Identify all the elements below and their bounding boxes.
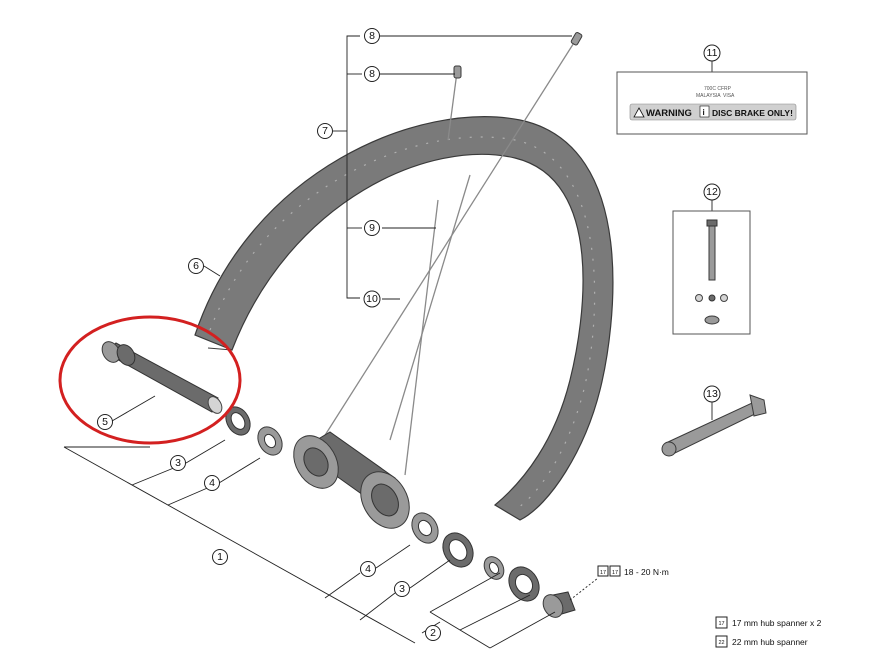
legend-item: 22 22 mm hub spanner [715,635,808,648]
right-spacer [483,556,505,580]
spokes [321,37,578,476]
callout-3-lower: 3 [394,581,410,597]
callout-4-lower: 4 [360,561,376,577]
svg-text:9: 9 [369,222,375,234]
right-lock-nut [508,566,540,602]
svg-text:22: 22 [718,640,724,646]
callout-8-top: 8 [364,28,380,44]
hub-body [293,431,410,529]
svg-text:17: 17 [612,570,618,576]
valve-washer-small [695,294,703,302]
svg-text:3: 3 [399,583,405,595]
leader-lines [63,35,713,649]
right-lock-washer [442,532,474,568]
label-sticker-box: 700C CFRP MALAYSIA VISA WARNING i DISC B… [616,71,808,135]
valve-nut [704,315,720,325]
svg-text:7: 7 [322,125,328,137]
svg-text:4: 4 [365,563,371,575]
svg-text:17: 17 [718,621,724,627]
right-cone [411,512,439,544]
svg-text:3: 3 [175,457,181,469]
nipples [453,32,583,79]
warning-word: WARNING [646,108,692,119]
legend-item: 17 17 mm hub spanner x 2 [715,616,822,629]
warning-triangle-icon [633,107,645,118]
callout-5: 5 [97,414,113,430]
torque-spec: 17 17 18 - 20 N·m [597,565,669,577]
axle [101,341,223,414]
highlight-circle [58,315,242,445]
svg-text:13: 13 [706,388,718,400]
end-cap [542,591,576,618]
sticker-line3: VISA [723,93,735,99]
warning-text: DISC BRAKE ONLY! [712,108,793,118]
legend-label: 17 mm hub spanner x 2 [732,618,822,628]
legend-label: 22 mm hub spanner [732,637,808,647]
svg-text:6: 6 [193,260,199,272]
svg-text:2: 2 [430,627,436,639]
valve-box [672,210,751,335]
svg-text:i: i [703,108,705,117]
callout-4-upper: 4 [204,475,220,491]
callout-1: 1 [212,549,228,565]
callout-8-second: 8 [364,66,380,82]
callout-11: 11 [703,44,721,62]
svg-text:10: 10 [366,293,378,305]
info-icon [699,105,710,118]
callouts: 8 8 7 9 10 6 5 3 4 1 4 3 2 11 12 13 [97,28,721,641]
callout-10: 10 [363,290,381,308]
torque-value: 18 - 20 N·m [624,567,669,577]
svg-text:5: 5 [102,416,108,428]
callout-12: 12 [703,183,721,201]
svg-text:1: 1 [217,551,223,563]
callout-2: 2 [425,625,441,641]
spoke-wrench [661,394,767,457]
tool-legend: 17 17 mm hub spanner x 2 22 22 mm hub sp… [715,616,822,648]
valve-stem [708,221,716,281]
svg-text:11: 11 [707,47,718,59]
callout-13: 13 [703,385,721,403]
sticker-line1: 700C CFRP [704,86,732,92]
callout-6: 6 [188,258,204,274]
svg-text:8: 8 [369,68,375,80]
svg-text:8: 8 [369,30,375,42]
sticker-line2: MALAYSIA [696,93,721,99]
left-cone [257,426,283,456]
left-lock-nut [225,406,251,436]
svg-text:17: 17 [600,570,606,576]
svg-text:12: 12 [706,186,718,198]
svg-text:4: 4 [209,477,215,489]
callout-9: 9 [364,220,380,236]
callout-7: 7 [317,123,333,139]
callout-3-upper: 3 [170,455,186,471]
